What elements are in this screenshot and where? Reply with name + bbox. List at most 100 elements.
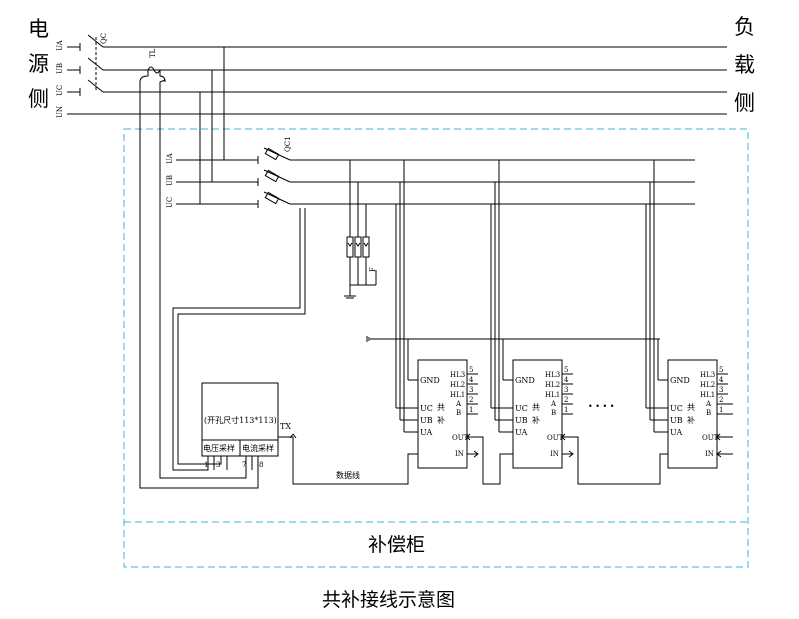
- branch-breaker-label: QC1: [284, 136, 292, 152]
- branch-bus: [290, 159, 695, 205]
- data-line: 数据线: [278, 433, 418, 485]
- unit3-gnd-label: GND: [670, 376, 690, 385]
- unit2-pin-4: 4: [564, 376, 569, 384]
- controller: (开孔尺寸113*113) 电压采样 电流采样 1 3 7 8 TX: [201, 382, 291, 470]
- fuse-label: F: [369, 267, 377, 272]
- load-side-char-3: 侧: [734, 91, 755, 115]
- unit3-out-label: OUT: [702, 434, 719, 442]
- unit3-uc-label: UC: [670, 404, 683, 413]
- unit3-co-label-1: 共: [687, 403, 695, 412]
- unit3-ub-label: UB: [670, 416, 683, 425]
- voltage-sampling-label: 电压采样: [203, 443, 235, 453]
- unit3-hl3-label: HL3: [700, 371, 715, 379]
- bus-taps: [176, 47, 259, 208]
- unit2-pin-2: 2: [564, 396, 568, 404]
- unit1-pin-3: 3: [469, 386, 473, 394]
- unit1-a-label: A: [455, 400, 462, 408]
- ellipsis: • • • •: [588, 402, 615, 411]
- unit2-uc-label: UC: [515, 404, 528, 413]
- controller-cutout-text: (开孔尺寸113*113): [204, 415, 277, 425]
- unit1-uc-label: UC: [420, 404, 433, 413]
- load-side-label: 负 载 侧: [734, 15, 755, 115]
- ct-secondary-leads: [139, 70, 306, 489]
- unit1-hl1-label: HL1: [450, 391, 465, 399]
- unit2-hl1-label: HL1: [545, 391, 560, 399]
- unit1-hl2-label: HL2: [450, 381, 465, 389]
- unit3-b-label: B: [706, 409, 711, 417]
- unit1-in-label: IN: [455, 450, 464, 458]
- fuse-group: F: [344, 160, 377, 299]
- unit2-gnd-label: GND: [515, 376, 535, 385]
- unit2-hl3-label: HL3: [545, 371, 560, 379]
- unit3-a-label: A: [705, 400, 712, 408]
- unit3-co-label-2: 补: [687, 415, 695, 425]
- current-transformer: TL: [147, 48, 161, 74]
- compensator-unit-2: GND UC UB UA 共 补 HL3 HL2 HL1 A B OUT IN …: [490, 160, 668, 485]
- main-phase-label-ua: UA: [56, 39, 64, 51]
- branch-phase-label-ua: UA: [166, 152, 174, 164]
- unit1-out-label: OUT: [452, 434, 469, 442]
- unit2-out-label: OUT: [547, 434, 564, 442]
- compensator-unit-3: GND UC UB UA 共 补 HL3 HL2 HL1 A B OUT IN …: [645, 160, 733, 469]
- ct-label: TL: [149, 48, 157, 58]
- unit1-ua-label: UA: [420, 428, 432, 437]
- unit1-pin-1: 1: [469, 406, 473, 414]
- main-phase-label-un: UN: [56, 106, 64, 118]
- tx-label: TX: [280, 422, 291, 431]
- data-line-label: 数据线: [336, 470, 360, 480]
- unit3-hl2-label: HL2: [700, 381, 715, 389]
- unit2-in-label: IN: [550, 450, 559, 458]
- branch-breaker: QC1: [263, 136, 292, 205]
- unit3-pin-3: 3: [719, 386, 723, 394]
- unit2-pin-5: 5: [564, 366, 568, 374]
- unit2-co-label-2: 补: [532, 415, 540, 425]
- branch-phase-label-ub: UB: [166, 175, 174, 186]
- unit1-pin-2: 2: [469, 396, 473, 404]
- terminal-3: 3: [216, 461, 220, 469]
- unit1-co-label-2: 补: [437, 415, 445, 425]
- unit3-pin-1: 1: [719, 406, 723, 414]
- unit1-pin-5: 5: [469, 366, 473, 374]
- unit3-pin-4: 4: [719, 376, 724, 384]
- unit2-b-label: B: [551, 409, 556, 417]
- terminal-1: 1: [204, 461, 208, 469]
- source-side-char-1: 电: [28, 17, 49, 41]
- source-side-char-2: 源: [28, 52, 49, 76]
- load-side-char-2: 载: [734, 53, 755, 77]
- unit2-co-label-1: 共: [532, 403, 540, 412]
- unit1-ub-label: UB: [420, 416, 433, 425]
- unit2-ub-label: UB: [515, 416, 528, 425]
- source-side-label: 电 源 侧: [28, 17, 49, 111]
- current-sampling-label: 电流采样: [242, 443, 274, 453]
- diagram-caption: 共补接线示意图: [322, 589, 455, 611]
- unit3-pin-2: 2: [719, 396, 723, 404]
- compensator-unit-1: GND UC UB UA 共 补 HL3 HL2 HL1 A B OUT IN …: [395, 160, 513, 485]
- unit2-pin-1: 1: [564, 406, 568, 414]
- unit2-ua-label: UA: [515, 428, 527, 437]
- unit2-a-label: A: [550, 400, 557, 408]
- unit3-pin-5: 5: [719, 366, 723, 374]
- main-bus: [67, 34, 727, 115]
- cabinet-boundary: [123, 128, 749, 568]
- terminal-8: 8: [259, 461, 263, 469]
- cabinet-label: 补偿柜: [368, 534, 425, 556]
- unit1-co-label-1: 共: [437, 403, 445, 412]
- terminal-7: 7: [242, 461, 246, 469]
- unit2-pin-3: 3: [564, 386, 568, 394]
- source-side-char-3: 侧: [28, 87, 49, 111]
- main-phase-label-uc: UC: [56, 85, 64, 96]
- unit1-hl3-label: HL3: [450, 371, 465, 379]
- unit3-in-label: IN: [705, 450, 714, 458]
- unit3-hl1-label: HL1: [700, 391, 715, 399]
- load-side-char-1: 负: [734, 15, 755, 39]
- unit3-ua-label: UA: [670, 428, 682, 437]
- main-phase-label-ub: UB: [56, 63, 64, 74]
- unit1-gnd-label: GND: [420, 376, 440, 385]
- unit1-b-label: B: [456, 409, 461, 417]
- unit2-hl2-label: HL2: [545, 381, 560, 389]
- ground-line: [366, 336, 660, 342]
- unit1-pin-4: 4: [469, 376, 474, 384]
- branch-phase-label-uc: UC: [166, 197, 174, 208]
- main-breaker-label: QC: [100, 33, 108, 44]
